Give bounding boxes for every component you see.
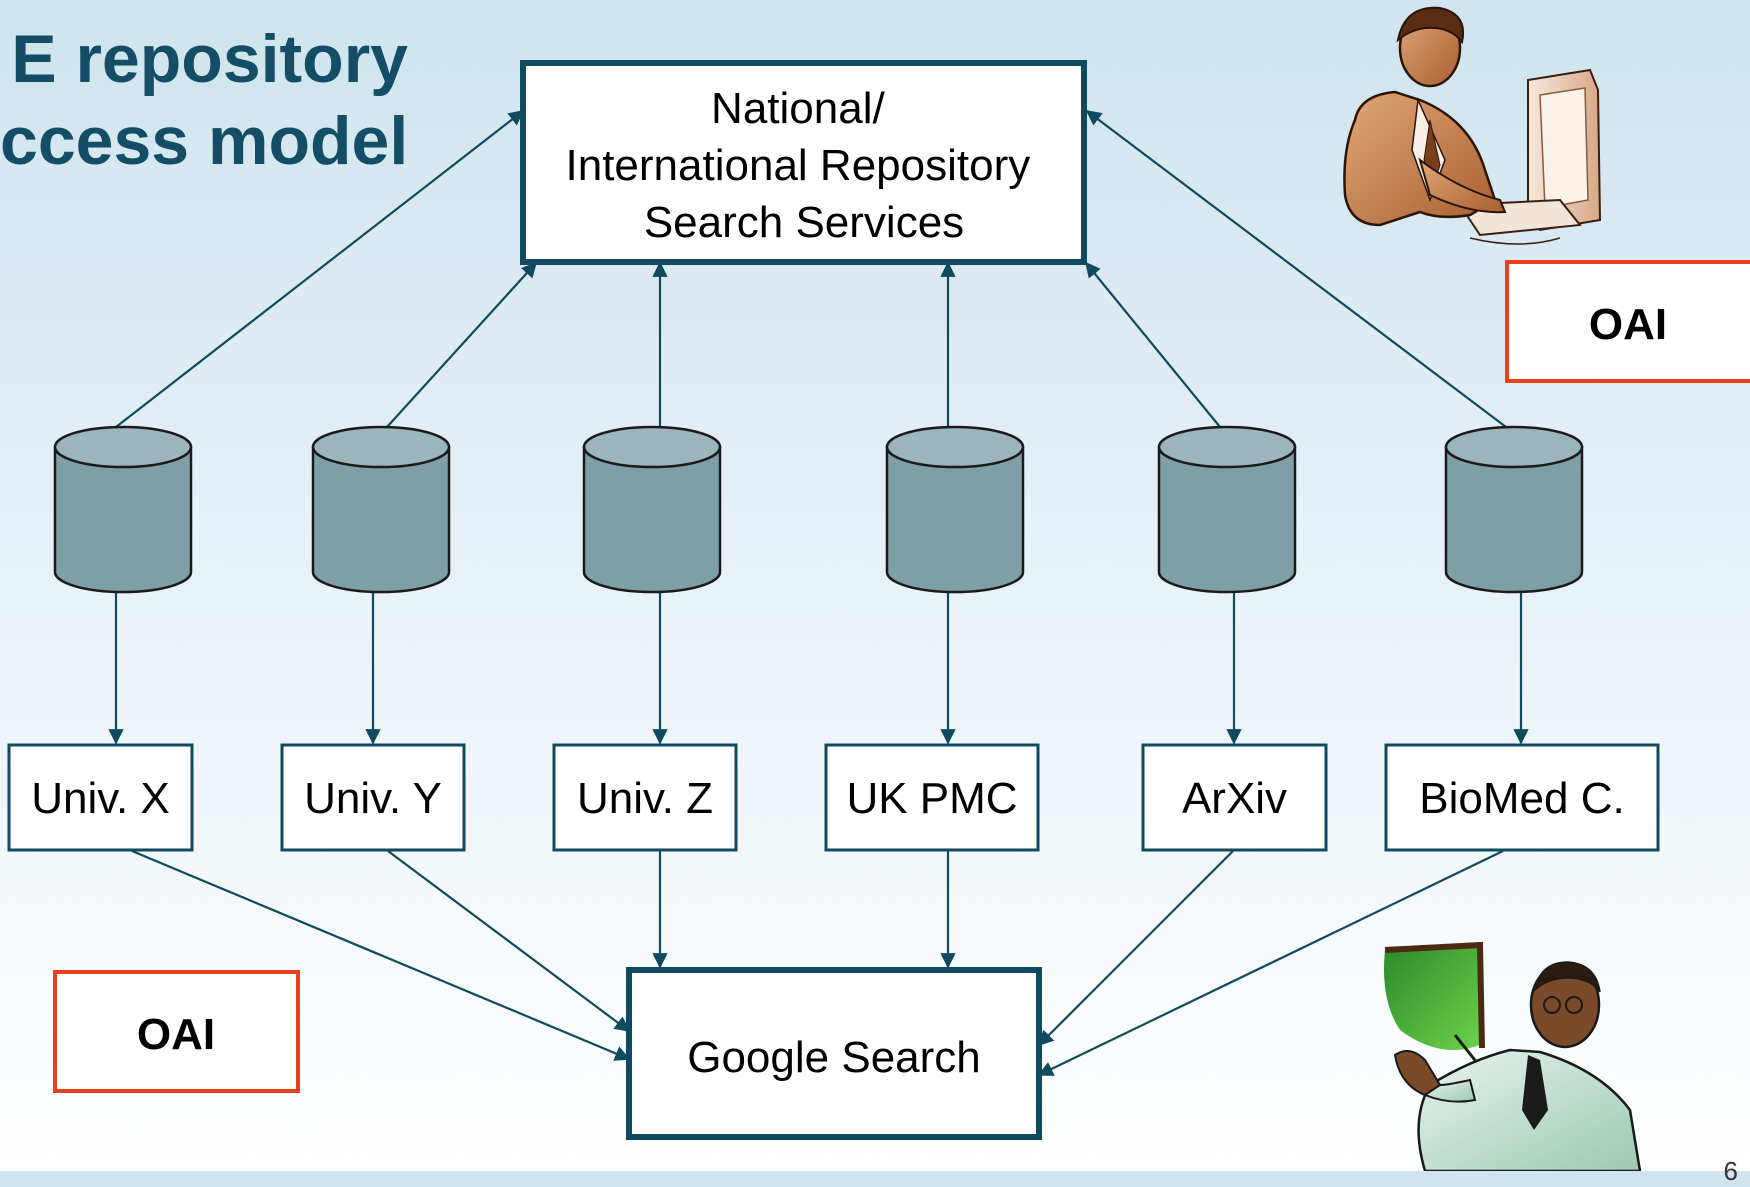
national-service-line-3: Search Services — [644, 198, 964, 247]
svg-text:National/ Internationa: National/ International Repository Searc… — [566, 84, 1043, 247]
repository-label: UK PMC — [846, 774, 1017, 823]
repository-boxes: Univ. X Univ. Y Univ. Z UK PMC ArXiv BioMed C… — [7, 743, 1660, 852]
repository-box: ArXiv — [1141, 743, 1328, 852]
repository-box: Univ. X — [7, 743, 194, 852]
presenter-at-board-icon — [1384, 941, 1642, 1171]
arrow-arxiv-to-google — [1037, 850, 1234, 1047]
arrow-univ-y-to-google — [387, 850, 631, 1032]
repository-box: BioMed C. — [1384, 743, 1660, 852]
repository-database-icon — [1444, 425, 1584, 594]
national-search-service-box: National/ International Repository Searc… — [520, 60, 1087, 265]
arrow-univ-y-to-national — [386, 261, 538, 428]
repository-database-icon — [1157, 425, 1297, 594]
slide-title-line-2: ccess model — [0, 103, 408, 179]
google-search-label: Google Search — [687, 1033, 981, 1082]
harvest-arrows — [115, 110, 1507, 428]
repository-label: Univ. Z — [577, 774, 713, 823]
slide-title-line-1: E repository — [11, 21, 408, 97]
oai-tag-left: OAI — [53, 970, 300, 1093]
repository-box: Univ. Y — [280, 743, 466, 852]
crawl-arrows — [131, 849, 1504, 1076]
repository-label: Univ. X — [31, 774, 170, 823]
repository-database-icon — [885, 425, 1025, 594]
repository-database-icon — [311, 425, 451, 594]
man-at-computer-icon — [1343, 6, 1602, 245]
national-service-line-1: National/ — [711, 84, 885, 133]
repository-label: Univ. Y — [304, 774, 442, 823]
repository-box: Univ. Z — [552, 743, 738, 852]
arrow-arxiv-to-national — [1085, 261, 1221, 428]
oai-tag-right: OAI — [1505, 260, 1750, 383]
national-service-line-2: International Repository — [566, 141, 1031, 190]
repository-label: BioMed C. — [1419, 774, 1624, 823]
arrow-univ-x-to-national — [115, 110, 525, 428]
page-number: 6 — [1723, 1156, 1738, 1186]
repository-database-icon — [53, 425, 193, 594]
arrow-biomed-to-google — [1037, 850, 1504, 1076]
arrow-biomed-to-national — [1085, 110, 1507, 428]
store-arrows — [108, 592, 1529, 745]
repository-label: ArXiv — [1182, 774, 1287, 823]
repository-box: UK PMC — [824, 743, 1040, 852]
oai-tag-right-label: OAI — [1589, 300, 1667, 349]
slide-title: E repository ccess model — [0, 18, 408, 182]
repository-database-icon — [582, 425, 722, 594]
repository-databases — [53, 425, 1584, 594]
arrow-univ-x-to-google — [131, 849, 631, 1061]
google-search-box: Google Search — [626, 967, 1042, 1140]
oai-tag-left-label: OAI — [137, 1010, 215, 1059]
